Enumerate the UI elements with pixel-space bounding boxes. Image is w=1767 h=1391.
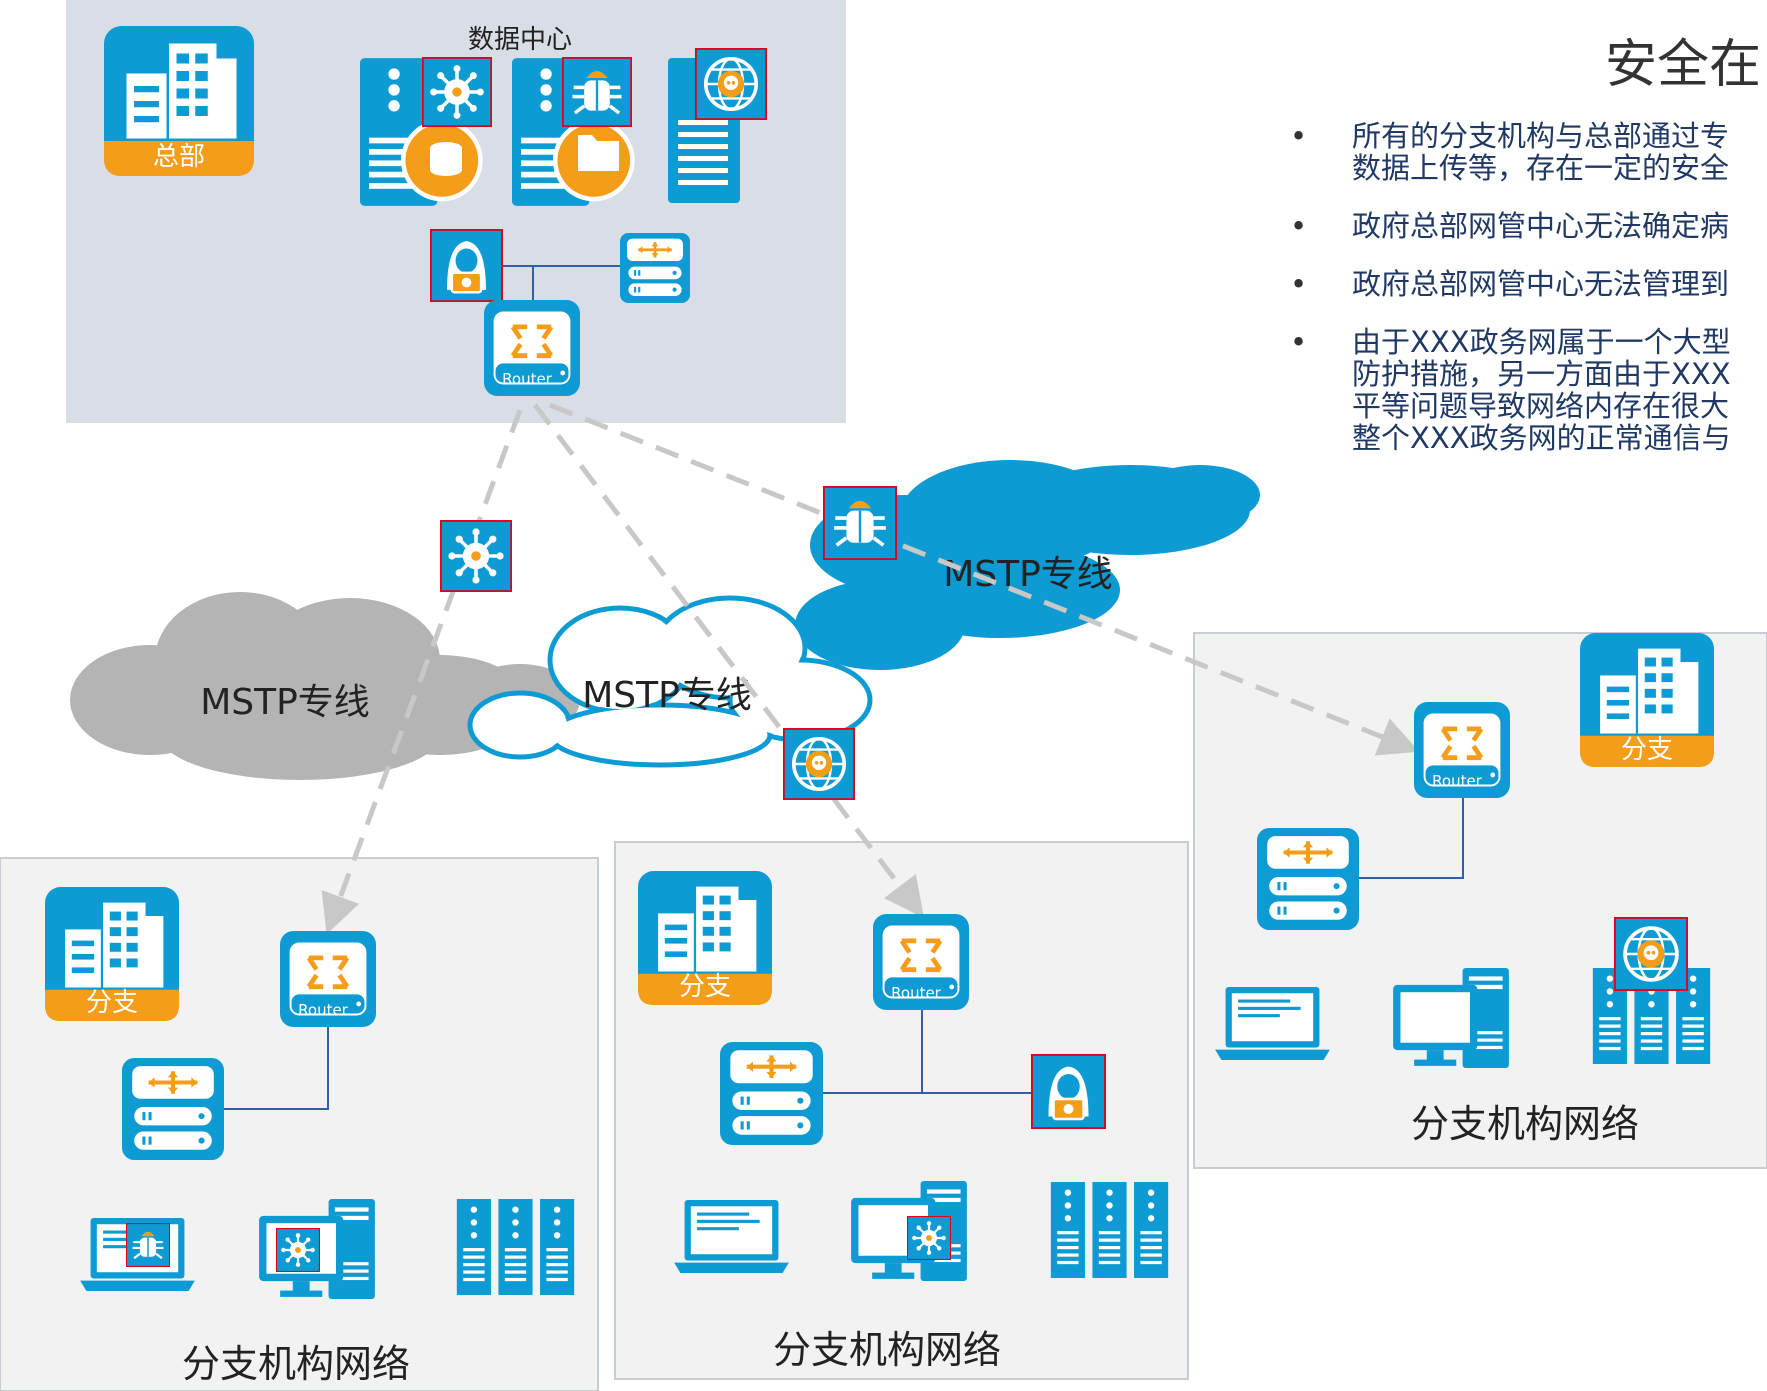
link-hq-to-branch-middle — [533, 403, 925, 918]
branch-right-link — [1359, 798, 1464, 879]
bullet-dot: • — [1290, 325, 1308, 359]
bug-icon-branch-left — [126, 1223, 170, 1267]
globe-threat-icon-link — [783, 728, 855, 800]
branch-right-network-label: 分支机构网络 — [1411, 1102, 1639, 1146]
bullet-line: 数据上传等，存在一定的安全 — [1352, 151, 1730, 185]
router-label-hq: Router — [502, 370, 553, 388]
bullet-item: • 政府总部网管中心无法确定病 — [1290, 210, 1767, 242]
bullet-line: 政府总部网管中心无法管理到 — [1352, 267, 1730, 301]
hacker-icon-branch-middle — [1031, 1054, 1106, 1129]
branch-middle-label: 分支 — [679, 972, 731, 1002]
datacenter-label: 数据中心 — [468, 25, 572, 55]
branch-left-router-label: Router — [298, 1001, 349, 1019]
cloud-left-label: MSTP专线 — [200, 682, 370, 723]
bullet-line: 由于XXX政务网属于一个大型 — [1352, 325, 1731, 359]
globe-threat-icon-hq — [695, 48, 767, 120]
virus-icon-branch-middle — [907, 1216, 951, 1260]
link-hq-to-branch-left — [321, 409, 523, 935]
page-title: 安全在 — [1605, 35, 1762, 95]
bullet-dot: • — [1290, 120, 1308, 153]
branch-left-network-label: 分支机构网络 — [182, 1342, 410, 1386]
branch-left-label: 分支 — [86, 988, 138, 1018]
cloud-middle-label: MSTP专线 — [582, 675, 752, 716]
hq-label: 总部 — [153, 142, 205, 172]
connection-arrows — [321, 402, 1420, 935]
bullet-item: • 政府总部网管中心无法管理到 — [1290, 268, 1767, 300]
branch-left-switch-icon — [122, 1058, 224, 1160]
bullet-dot: • — [1290, 267, 1308, 301]
branch-left-rack-icon — [456, 1199, 575, 1295]
globe-threat-icon-branch-right — [1614, 917, 1688, 991]
database-icon — [430, 142, 462, 176]
switch-icon-hq — [620, 233, 690, 303]
bullet-item: • 由于XXX政务网属于一个大型 防护措施，另一方面由于XXX 平等问题导致网络… — [1290, 326, 1767, 454]
hacker-icon-hq — [430, 229, 503, 302]
bug-icon-hq — [562, 57, 632, 127]
cloud-middle-fill — [473, 601, 867, 762]
branch-middle-switch-icon — [720, 1042, 823, 1145]
bullet-line: 整个XXX政务网的正常通信与 — [1352, 421, 1731, 455]
branch-right-label: 分支 — [1621, 735, 1673, 765]
hq-links — [503, 265, 620, 300]
virus-icon-link — [440, 520, 512, 592]
branch-middle-router-label: Router — [891, 984, 942, 1002]
bullet-line: 防护措施，另一方面由于XXX — [1352, 357, 1731, 391]
branch-middle-network-label: 分支机构网络 — [773, 1328, 1001, 1372]
cloud-right-label: MSTP专线 — [943, 554, 1113, 595]
branch-left-link — [224, 1027, 329, 1110]
bullet-line: 平等问题导致网络内存在很大 — [1352, 389, 1730, 423]
bullet-line: 政府总部网管中心无法确定病 — [1352, 209, 1730, 243]
bullet-list: • 所有的分支机构与总部通过专 数据上传等，存在一定的安全 • 政府总部网管中心… — [1290, 120, 1767, 480]
virus-icon-hq — [422, 57, 492, 127]
branch-right-router-label: Router — [1432, 772, 1483, 790]
branch-right-switch-icon — [1257, 828, 1359, 930]
bullet-item: • 所有的分支机构与总部通过专 数据上传等，存在一定的安全 — [1290, 120, 1767, 184]
bug-icon-link — [823, 486, 897, 560]
branch-middle-rack-icon — [1050, 1182, 1169, 1278]
bullet-line: 所有的分支机构与总部通过专 — [1352, 120, 1730, 153]
link-hq-to-branch-right — [549, 402, 1420, 756]
cloud-right — [795, 460, 1260, 670]
virus-icon-branch-left — [276, 1228, 320, 1272]
branch-middle-links — [823, 1010, 1031, 1094]
folder-icon — [578, 135, 619, 171]
bullet-dot: • — [1290, 209, 1308, 243]
